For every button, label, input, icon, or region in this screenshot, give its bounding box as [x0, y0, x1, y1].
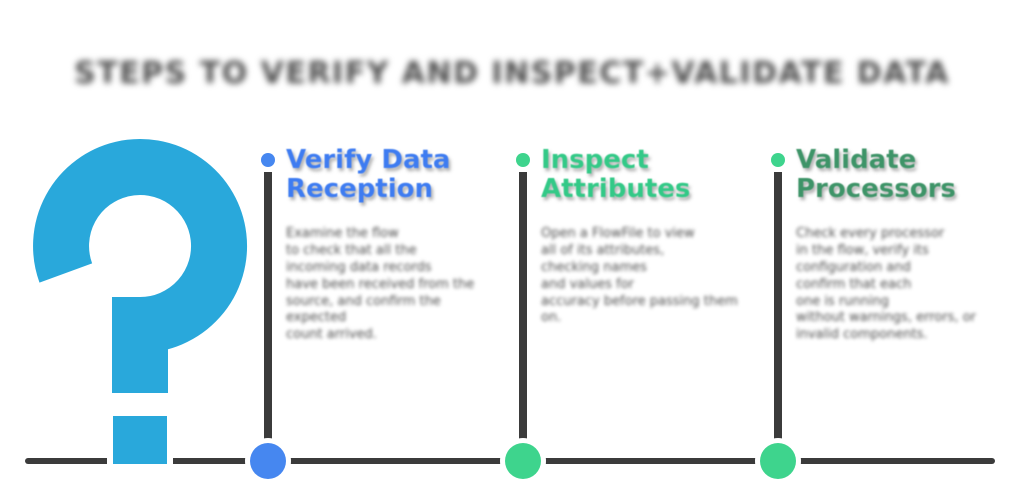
column-heading: Verify Data Reception — [286, 145, 451, 205]
body-line: configuration and — [796, 259, 911, 275]
baseline-marker — [245, 438, 291, 484]
body-line: without warnings, errors, or — [796, 310, 976, 326]
timeline-column-inspect-attributes: Inspect Attributes Open a FlowFile to vi… — [500, 0, 778, 496]
body-line: source, and confirm the — [286, 293, 441, 309]
top-marker — [256, 148, 280, 172]
body-line: Examine the flow — [286, 226, 399, 241]
body-line: in the flow, verify its — [796, 242, 929, 258]
body-line: and values for — [541, 276, 634, 292]
top-marker — [511, 148, 535, 172]
body-line: to check that all the — [286, 242, 417, 258]
column-heading: Validate Processors — [796, 145, 956, 205]
body-line: on. — [541, 310, 562, 326]
body-line: expected — [286, 310, 347, 326]
page-title: STEPS TO VERIFY AND INSPECT+VALIDATE DAT… — [74, 56, 950, 91]
baseline-marker — [500, 438, 546, 484]
body-line: Open a FlowFile to view — [541, 226, 695, 241]
body-line: checking names — [541, 259, 647, 275]
body-line: all of its attributes, — [541, 242, 665, 258]
question-mark-stroke — [33, 139, 248, 393]
baseline-marker-dot — [760, 443, 796, 479]
body-line: Check every processor — [796, 226, 945, 241]
baseline-marker-dot — [505, 443, 541, 479]
top-marker-dot — [771, 153, 785, 167]
top-marker-dot — [261, 153, 275, 167]
question-mark-icon — [21, 133, 248, 470]
column-body-text: Check every processor in the flow, verif… — [796, 226, 1004, 344]
baseline-marker-dot — [250, 443, 286, 479]
column-heading: Inspect Attributes — [541, 145, 691, 205]
timeline-vertical-line — [774, 166, 782, 442]
column-body-text: Open a FlowFile to view all of its attri… — [541, 226, 749, 327]
top-marker — [766, 148, 790, 172]
body-line: incoming data records — [286, 259, 432, 275]
column-body-text: Examine the flow to check that all the i… — [286, 226, 494, 344]
body-line: invalid components. — [796, 327, 928, 343]
body-line: have been received from the — [286, 276, 475, 292]
body-line: accuracy before passing them — [541, 293, 738, 309]
body-line: count arrived. — [286, 327, 377, 343]
body-line: confirm that each — [796, 276, 912, 292]
question-mark-dot — [113, 416, 167, 464]
timeline-vertical-line — [264, 166, 272, 442]
timeline-column-verify-data-reception: Verify Data Reception Examine the flow t… — [245, 0, 523, 496]
top-marker-dot — [516, 153, 530, 167]
body-line: one is running — [796, 293, 890, 309]
timeline-vertical-line — [519, 166, 527, 442]
timeline-column-validate-processors: Validate Processors Check every processo… — [755, 0, 1024, 496]
baseline-marker — [755, 438, 801, 484]
